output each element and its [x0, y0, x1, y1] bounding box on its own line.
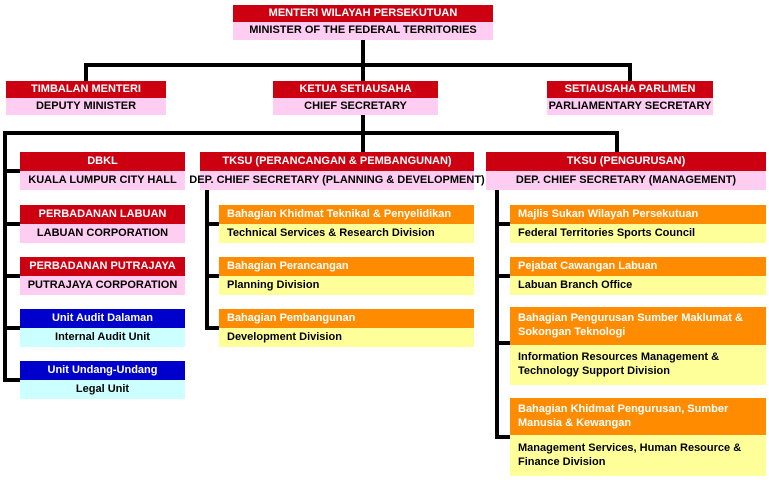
connector-right-spine: [495, 190, 499, 439]
node-deputy-minister-subtitle: DEPUTY MINISTER: [6, 98, 166, 115]
node-chief-secretary-title: KETUA SETIAUSAHA: [273, 81, 438, 98]
node-development-division-title: Bahagian Pembangunan: [219, 309, 474, 328]
node-it-division: Bahagian Pengurusan Sumber Maklumat & So…: [510, 307, 766, 385]
node-labuan-branch-office: Pejabat Cawangan Labuan Labuan Branch Of…: [510, 257, 766, 295]
connector-stub-audit: [3, 326, 20, 330]
connector-parliament-drop: [628, 63, 632, 81]
connector-stub-labuan: [3, 222, 20, 226]
node-labuan-corporation-subtitle: LABUAN CORPORATION: [20, 224, 185, 243]
node-dbkl-subtitle: KUALA LUMPUR CITY HALL: [20, 171, 185, 190]
connector-chief-drop: [361, 63, 365, 81]
connector-stub-dbkl: [3, 169, 20, 173]
node-legal-unit-subtitle: Legal Unit: [20, 380, 185, 399]
node-labuan-corporation-title: PERBADANAN LABUAN: [20, 205, 185, 224]
node-technical-services: Bahagian Khidmat Teknikal & Penyelidikan…: [219, 205, 474, 243]
node-legal-unit: Unit Undang-Undang Legal Unit: [20, 361, 185, 399]
connector-stub-labuan-branch: [495, 274, 510, 278]
node-management-services-subtitle: Management Services, Human Resource & Fi…: [510, 435, 766, 476]
node-internal-audit-unit: Unit Audit Dalaman Internal Audit Unit: [20, 309, 185, 347]
node-minister-title: MENTERI WILAYAH PERSEKUTUAN: [233, 5, 493, 22]
connector-tksu-mgmt-drop: [615, 131, 619, 152]
node-technical-services-title: Bahagian Khidmat Teknikal & Penyelidikan: [219, 205, 474, 224]
connector-stub-it: [495, 341, 510, 345]
node-parliamentary-secretary: SETIAUSAHA PARLIMEN PARLIAMENTARY SECRET…: [547, 81, 713, 115]
node-minister: MENTERI WILAYAH PERSEKUTUAN MINISTER OF …: [233, 5, 493, 40]
node-planning-division: Bahagian Perancangan Planning Division: [219, 257, 474, 295]
connector-stub-putrajaya: [3, 274, 20, 278]
node-development-division-subtitle: Development Division: [219, 328, 474, 347]
node-chief-secretary: KETUA SETIAUSAHA CHIEF SECRETARY: [273, 81, 438, 115]
node-tksu-management-subtitle: DEP. CHIEF SECRETARY (MANAGEMENT): [486, 171, 766, 190]
node-internal-audit-unit-title: Unit Audit Dalaman: [20, 309, 185, 328]
node-parliamentary-secretary-title: SETIAUSAHA PARLIMEN: [547, 81, 713, 98]
connector-stub-planning: [205, 274, 219, 278]
node-tksu-planning-subtitle: DEP. CHIEF SECRETARY (PLANNING & DEVELOP…: [189, 171, 485, 190]
node-sports-council-subtitle: Federal Territories Sports Council: [510, 224, 766, 243]
node-it-division-subtitle: Information Resources Management & Techn…: [510, 345, 766, 385]
node-it-division-title: Bahagian Pengurusan Sumber Maklumat & So…: [510, 307, 766, 345]
node-management-services: Bahagian Khidmat Pengurusan, Sumber Manu…: [510, 398, 766, 476]
connector-left-spine: [3, 131, 7, 382]
connector-row3-rail: [3, 131, 619, 135]
node-planning-division-subtitle: Planning Division: [219, 276, 474, 295]
connector-stub-technical: [205, 222, 219, 226]
connector-stub-legal: [3, 378, 20, 382]
node-tksu-planning-title: TKSU (PERANCANGAN & PEMBANGUNAN): [200, 152, 474, 171]
node-deputy-minister: TIMBALAN MENTERI DEPUTY MINISTER: [6, 81, 166, 115]
node-tksu-management: TKSU (PENGURUSAN) DEP. CHIEF SECRETARY (…: [486, 152, 766, 190]
node-planning-division-title: Bahagian Perancangan: [219, 257, 474, 276]
connector-mid-spine: [205, 190, 209, 330]
connector-minister-drop: [361, 39, 365, 67]
connector-stub-mgmt-services: [495, 435, 510, 439]
connector-deputy-drop: [84, 63, 88, 81]
node-dbkl: DBKL KUALA LUMPUR CITY HALL: [20, 152, 185, 190]
node-tksu-planning: TKSU (PERANCANGAN & PEMBANGUNAN) DEP. CH…: [189, 152, 485, 190]
node-chief-secretary-subtitle: CHIEF SECRETARY: [273, 98, 438, 115]
node-minister-subtitle: MINISTER OF THE FEDERAL TERRITORIES: [233, 22, 493, 40]
connector-row2-rail: [84, 63, 632, 67]
node-parliamentary-secretary-subtitle: PARLIAMENTARY SECRETARY: [547, 98, 713, 115]
node-labuan-branch-office-title: Pejabat Cawangan Labuan: [510, 257, 766, 276]
node-sports-council-title: Majlis Sukan Wilayah Persekutuan: [510, 205, 766, 224]
node-management-services-title: Bahagian Khidmat Pengurusan, Sumber Manu…: [510, 398, 766, 435]
node-sports-council: Majlis Sukan Wilayah Persekutuan Federal…: [510, 205, 766, 243]
connector-stub-sports: [495, 222, 510, 226]
node-development-division: Bahagian Pembangunan Development Divisio…: [219, 309, 474, 347]
node-putrajaya-corporation-subtitle: PUTRAJAYA CORPORATION: [20, 276, 185, 295]
node-putrajaya-corporation-title: PERBADANAN PUTRAJAYA: [20, 257, 185, 276]
node-labuan-branch-office-subtitle: Labuan Branch Office: [510, 276, 766, 295]
node-labuan-corporation: PERBADANAN LABUAN LABUAN CORPORATION: [20, 205, 185, 243]
node-dbkl-title: DBKL: [20, 152, 185, 171]
node-technical-services-subtitle: Technical Services & Research Division: [219, 224, 474, 243]
node-tksu-management-title: TKSU (PENGURUSAN): [486, 152, 766, 171]
connector-stub-development: [205, 326, 219, 330]
node-internal-audit-unit-subtitle: Internal Audit Unit: [20, 328, 185, 347]
node-legal-unit-title: Unit Undang-Undang: [20, 361, 185, 380]
node-deputy-minister-title: TIMBALAN MENTERI: [6, 81, 166, 98]
node-putrajaya-corporation: PERBADANAN PUTRAJAYA PUTRAJAYA CORPORATI…: [20, 257, 185, 295]
